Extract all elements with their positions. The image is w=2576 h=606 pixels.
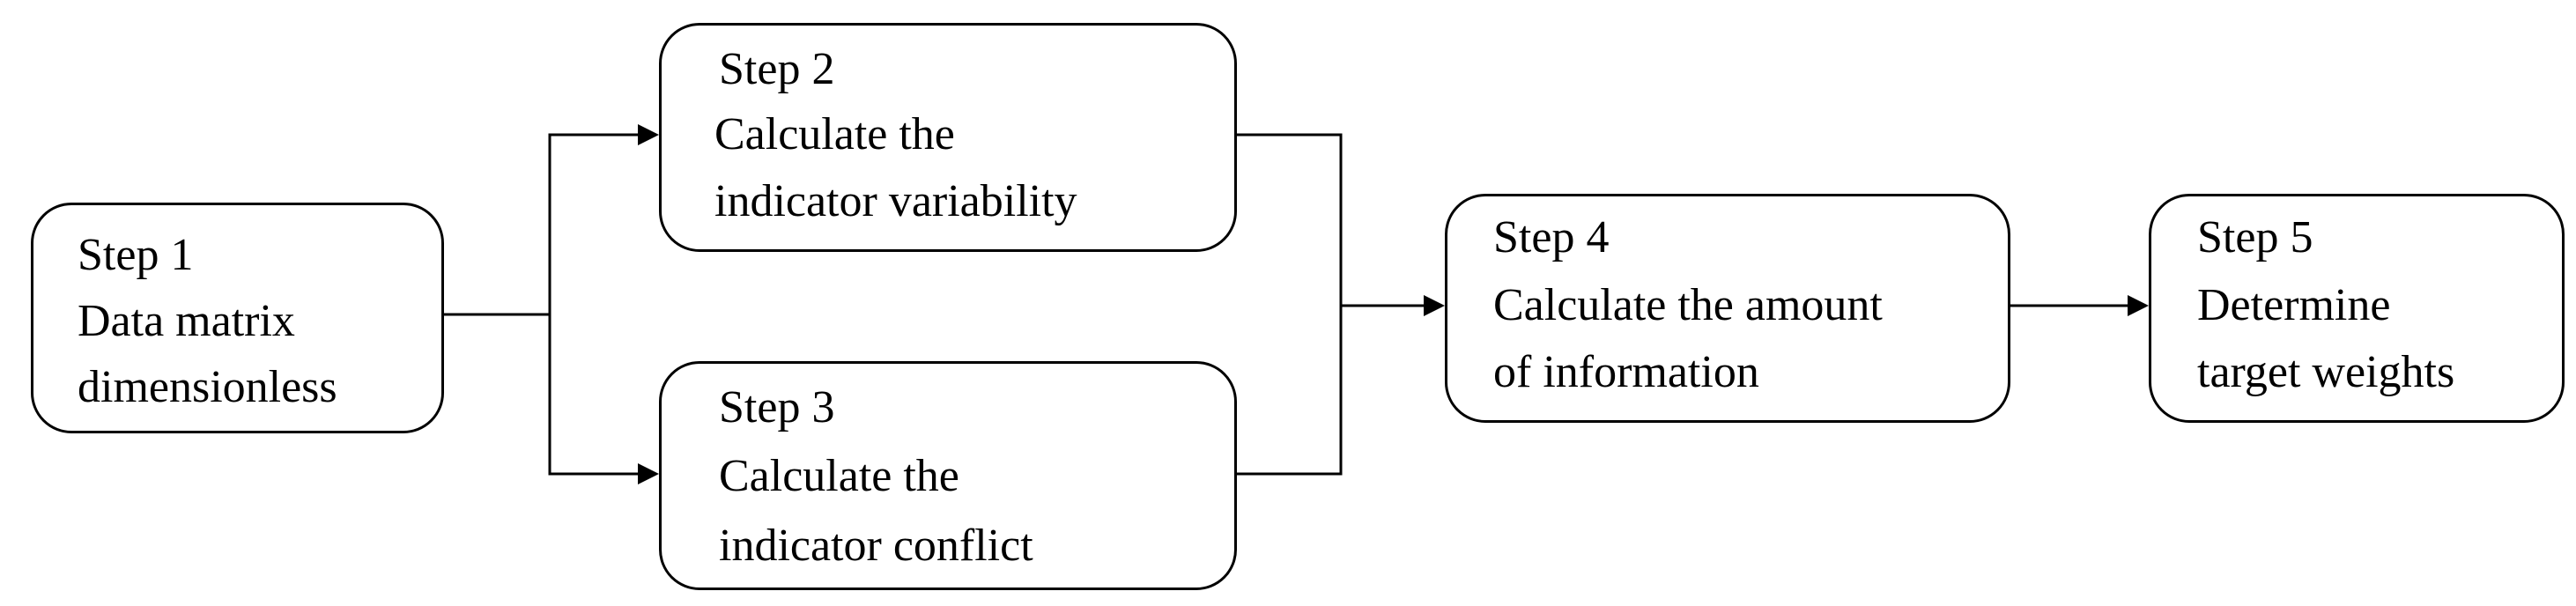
- step5-box: Step 5 Determine target weights: [2149, 194, 2565, 423]
- connector-step3-to-step4: [1237, 306, 1343, 476]
- step2-text-line-2: indicator variability: [714, 176, 1077, 226]
- step3-title: Step 3: [719, 382, 835, 432]
- step4-box: Step 4 Calculate the amount of informati…: [1445, 194, 2010, 423]
- connector-step1-to-step2: [444, 124, 659, 316]
- step4-text-line-2: of information: [1493, 347, 1759, 397]
- step4-title: Step 4: [1493, 212, 1610, 262]
- connector-step2-to-step4: [1237, 133, 1343, 306]
- step2-title: Step 2: [719, 44, 835, 94]
- step5-title: Step 5: [2197, 212, 2313, 262]
- step5-text-line-2: target weights: [2197, 347, 2455, 397]
- step5-text-line-1: Determine: [2197, 280, 2391, 330]
- step1-box: Step 1 Data matrix dimensionless: [31, 203, 444, 433]
- step3-text-line-2: indicator conflict: [719, 521, 1033, 571]
- step3-text-line-1: Calculate the: [719, 451, 959, 501]
- step1-text-line-1: Data matrix: [78, 296, 295, 346]
- step2-text-line-1: Calculate the: [714, 109, 955, 159]
- step1-title: Step 1: [78, 230, 194, 280]
- step3-box: Step 3 Calculate the indicator conflict: [659, 361, 1237, 590]
- step2-box: Step 2 Calculate the indicator variabili…: [659, 23, 1237, 252]
- step4-text-line-1: Calculate the amount: [1493, 280, 1883, 330]
- step1-text-line-2: dimensionless: [78, 362, 337, 412]
- connector-step1-to-step3: [548, 314, 659, 484]
